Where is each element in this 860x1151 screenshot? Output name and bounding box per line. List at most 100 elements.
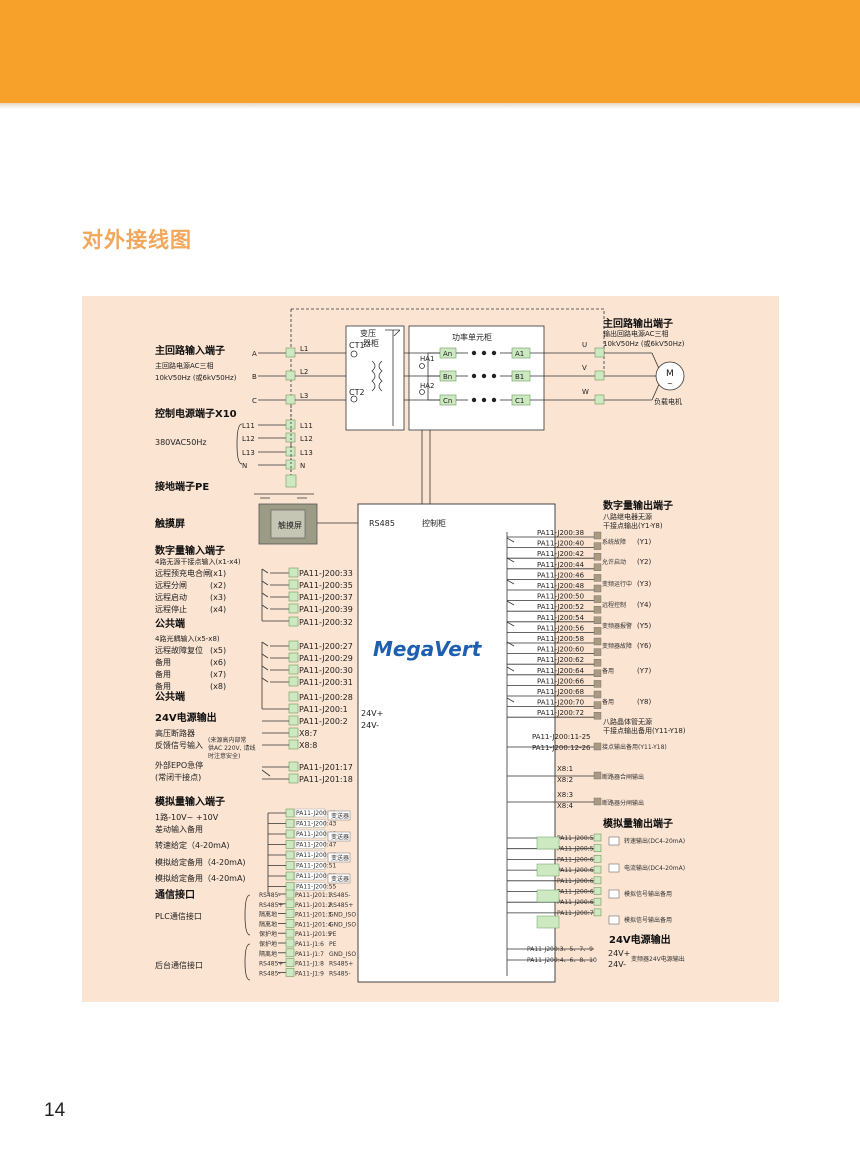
comm-terminal [285, 958, 295, 967]
comm-term-label: PA11-J1:6 [295, 941, 324, 948]
di-switch [261, 592, 269, 598]
di-switch [261, 568, 269, 574]
ao-term-label: PA11-J200:59 [557, 846, 598, 853]
unit-dot [481, 350, 487, 356]
ha2-coil [419, 389, 425, 395]
ao-terminal [593, 887, 602, 895]
ao-term-label: PA11-J200:61 [557, 856, 598, 863]
unit-dot [471, 373, 477, 379]
di-term-label: PA11-J200:33 [299, 569, 353, 578]
transmitter-label: 变送器 [331, 812, 349, 820]
do-switch [506, 697, 515, 703]
digital-input-code: (x1) [210, 569, 226, 578]
transmitter-box [327, 810, 351, 821]
transformer-winding [371, 360, 376, 392]
ai-term-label: PA11-J200:49 [296, 852, 337, 859]
x10-right-label: L13 [300, 449, 313, 457]
di-term-label: PA11-J200:39 [299, 605, 353, 614]
header-shadow [0, 103, 860, 109]
ao-meter-icon [608, 915, 620, 925]
x10-right-label: N [300, 462, 305, 470]
touch-title: 触摸屏 [154, 517, 185, 530]
di-switch [261, 580, 269, 586]
comm-term-label: PA11-J201:1 [295, 892, 332, 899]
transformer-title-1: 变压 [360, 328, 376, 338]
unit-dot [481, 397, 487, 403]
ao-label: 模拟信号输出备用 [624, 916, 672, 924]
do-term-label: PA11-J200:60 [537, 646, 584, 654]
comm-terminal [285, 928, 295, 938]
unit-input-label: Cn [443, 397, 452, 405]
motor-feed [651, 381, 661, 401]
do-term-label: PA11-J200:42 [537, 550, 584, 558]
epo-switch [261, 769, 271, 777]
do-term-label: PA11-J200:58 [537, 635, 584, 643]
do-term-label: PA11-J200:72 [537, 709, 584, 717]
do-label-code: (Y1) [637, 538, 651, 546]
do-terminal [593, 701, 602, 709]
do-term-label: PA11-J200:50 [537, 593, 584, 601]
x10-right-label: L12 [300, 435, 313, 443]
breaker-terminal [288, 739, 299, 750]
comm-ext-label: 隔离地 [259, 950, 277, 958]
x10-terminal [285, 459, 296, 470]
p24-left-plus: 24V+ [361, 709, 383, 718]
digital-input2-name: 备用 [155, 669, 171, 679]
do-term-label: PA11-J200:62 [537, 656, 584, 664]
breaker-note1: (来源高内部常 [208, 736, 246, 744]
do-label-code: (Y3) [637, 580, 651, 588]
digital-input-name: 远程预充电合闸 [155, 568, 211, 578]
p24-left-terminal [288, 703, 299, 714]
transformer-title-2: 器柜 [363, 338, 379, 348]
di2-terminal [288, 640, 299, 651]
digital-input2-name: 远程故障复位 [155, 645, 203, 655]
do-terminal [593, 584, 602, 593]
comm-term-label: PA11-J201:5 [295, 931, 332, 938]
di2-terminal [288, 652, 299, 663]
comm-sig-label: RS485- [329, 892, 351, 899]
ao-module [536, 836, 560, 850]
ai-term-label: PA11-J200:47 [296, 842, 337, 849]
do-terminal [593, 574, 602, 582]
ai-term-label: PA11-J200:53 [296, 873, 337, 880]
di2-term-label: PA11-J200:30 [299, 666, 353, 675]
ao-terminal [593, 908, 602, 917]
do-label-code: (Y8) [637, 698, 651, 706]
main-input-term-label: L1 [300, 345, 308, 353]
di-terminal [288, 591, 299, 602]
epo-terminal [288, 773, 299, 784]
ao-label: 转速输出(DC4-20mA) [624, 837, 685, 845]
di2-term-label: PA11-J200:29 [299, 654, 353, 663]
digital-output-sub2: 干接点输出(Y1-Y8) [603, 521, 663, 530]
ao-term-label: PA11-J200:71 [557, 910, 598, 917]
p24-left-term: PA11-J200:1 [299, 705, 348, 714]
comm-terminal [285, 938, 295, 948]
do-terminal [593, 627, 602, 635]
do-switch [506, 557, 515, 563]
transformer-arrow [385, 329, 401, 337]
ao-terminal [593, 876, 602, 885]
section-title: 对外接线图 [82, 228, 192, 252]
do-term-label: PA11-J200:54 [537, 614, 585, 622]
do-label-name: 系统故障 [602, 538, 626, 546]
main-input-title: 主回路输入端子 [155, 344, 225, 357]
do-terminal [593, 531, 602, 540]
x10-terminal [285, 432, 296, 443]
comm-term-label: PA11-J201:4 [295, 921, 332, 928]
unit-output-label: A1 [515, 350, 524, 358]
load-motor-label: 负载电机 [654, 397, 682, 406]
ct2-label: CT2 [349, 388, 365, 397]
p24-left-term: PA11-J200:2 [299, 717, 348, 726]
p24-right-term-1: PA11-J200:3、5、7、9 [527, 946, 593, 953]
comm-terminal [285, 968, 295, 977]
ai-term-box [294, 808, 326, 818]
comm-sig-label: RS485+ [329, 902, 353, 909]
x10-left-label: L13 [242, 449, 255, 457]
motor-tilde: ~ [667, 380, 673, 388]
p24-right-desc: 变频器24V电源输出 [631, 955, 685, 963]
digital-input-name: 远程启动 [155, 592, 187, 602]
digital-input2-code: (x5) [210, 646, 226, 655]
digital-input-code: (x2) [210, 581, 226, 590]
do-label-name: 变频器报警 [602, 622, 632, 630]
